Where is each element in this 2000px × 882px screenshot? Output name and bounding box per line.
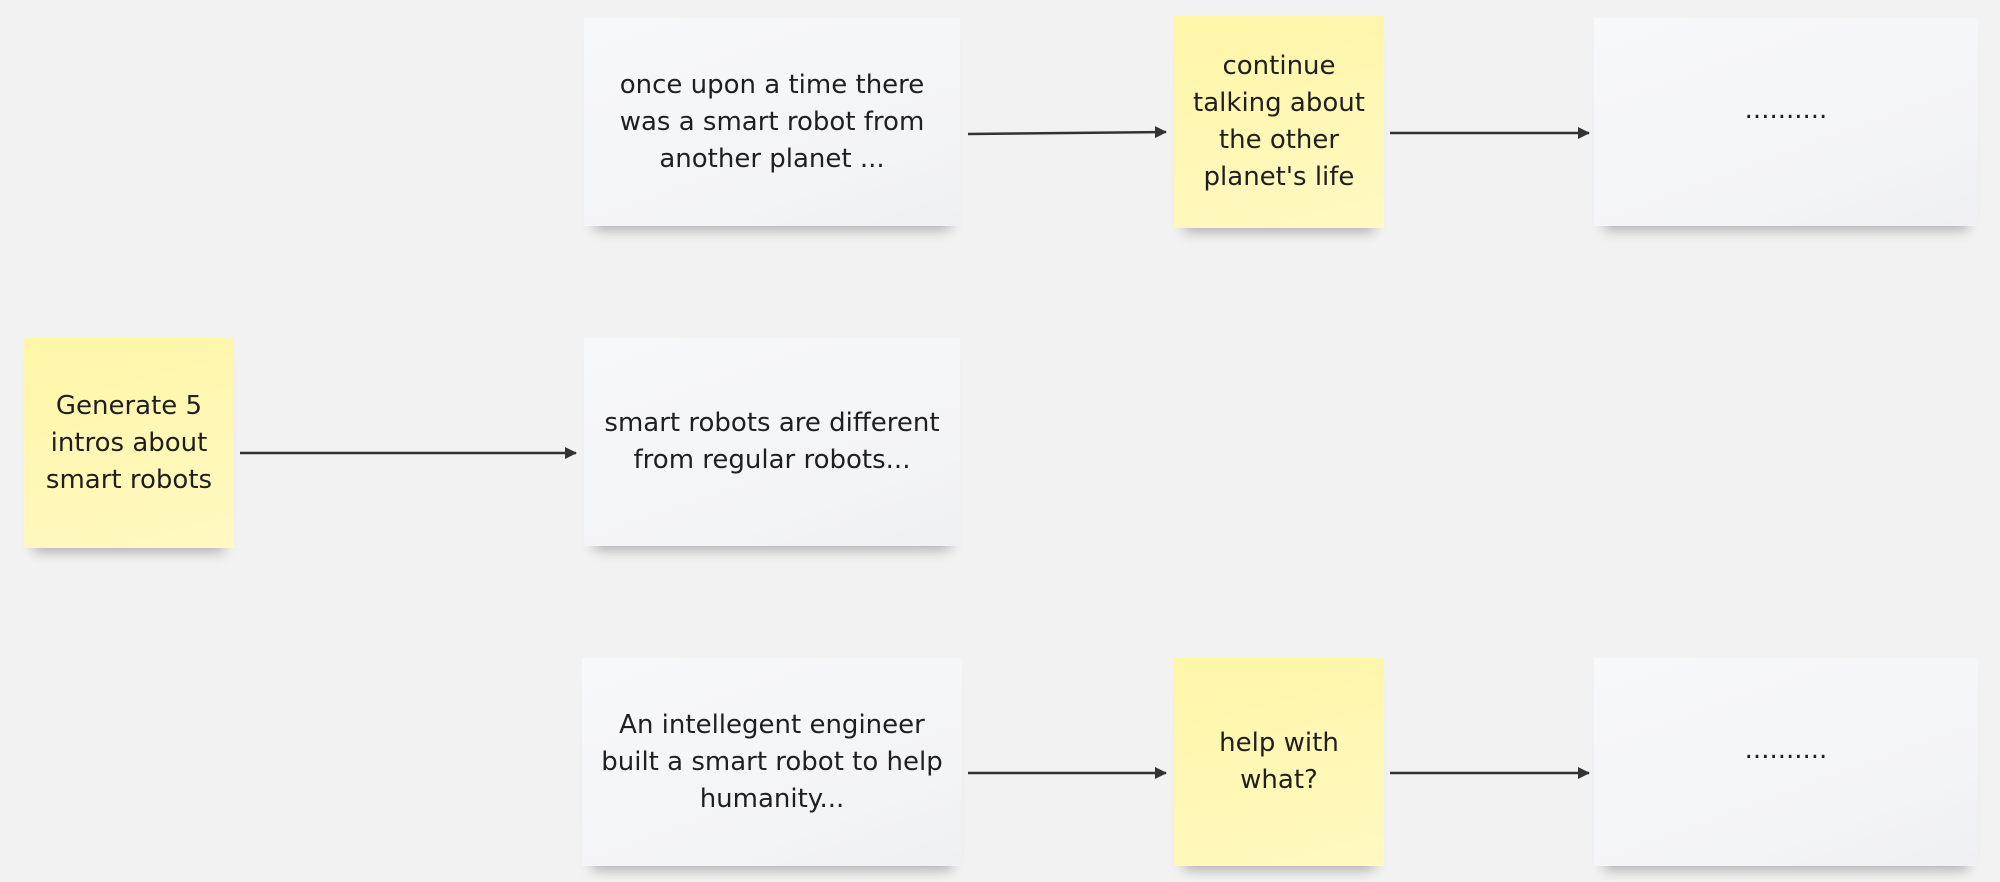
- sticky-note-followup-1[interactable]: continue talking about the other planet'…: [1174, 16, 1384, 228]
- connector-intro-1-to-followup-1[interactable]: [967, 126, 1167, 139]
- card-result-1-text: ..........: [1744, 94, 1828, 125]
- card-result-1[interactable]: ..........: [1594, 18, 1978, 226]
- sticky-note-prompt[interactable]: Generate 5 intros about smart robots: [24, 338, 234, 548]
- sticky-note-followup-3[interactable]: help with what?: [1174, 658, 1384, 866]
- card-intro-3[interactable]: An intellegent engineer built a smart ro…: [582, 658, 962, 866]
- sticky-note-followup-1-text: continue talking about the other planet'…: [1193, 51, 1365, 192]
- card-intro-1-text: once upon a time there was a smart robot…: [619, 69, 925, 174]
- card-intro-3-text: An intellegent engineer built a smart ro…: [601, 709, 943, 814]
- card-result-3[interactable]: ..........: [1594, 658, 1978, 866]
- sticky-note-prompt-text: Generate 5 intros about smart robots: [45, 390, 213, 495]
- sticky-note-followup-3-text: help with what?: [1219, 728, 1339, 795]
- card-intro-2[interactable]: smart robots are different from regular …: [584, 338, 960, 546]
- card-intro-1[interactable]: once upon a time there was a smart robot…: [584, 18, 960, 226]
- card-intro-2-text: smart robots are different from regular …: [604, 408, 940, 475]
- card-result-3-text: ..........: [1744, 734, 1828, 765]
